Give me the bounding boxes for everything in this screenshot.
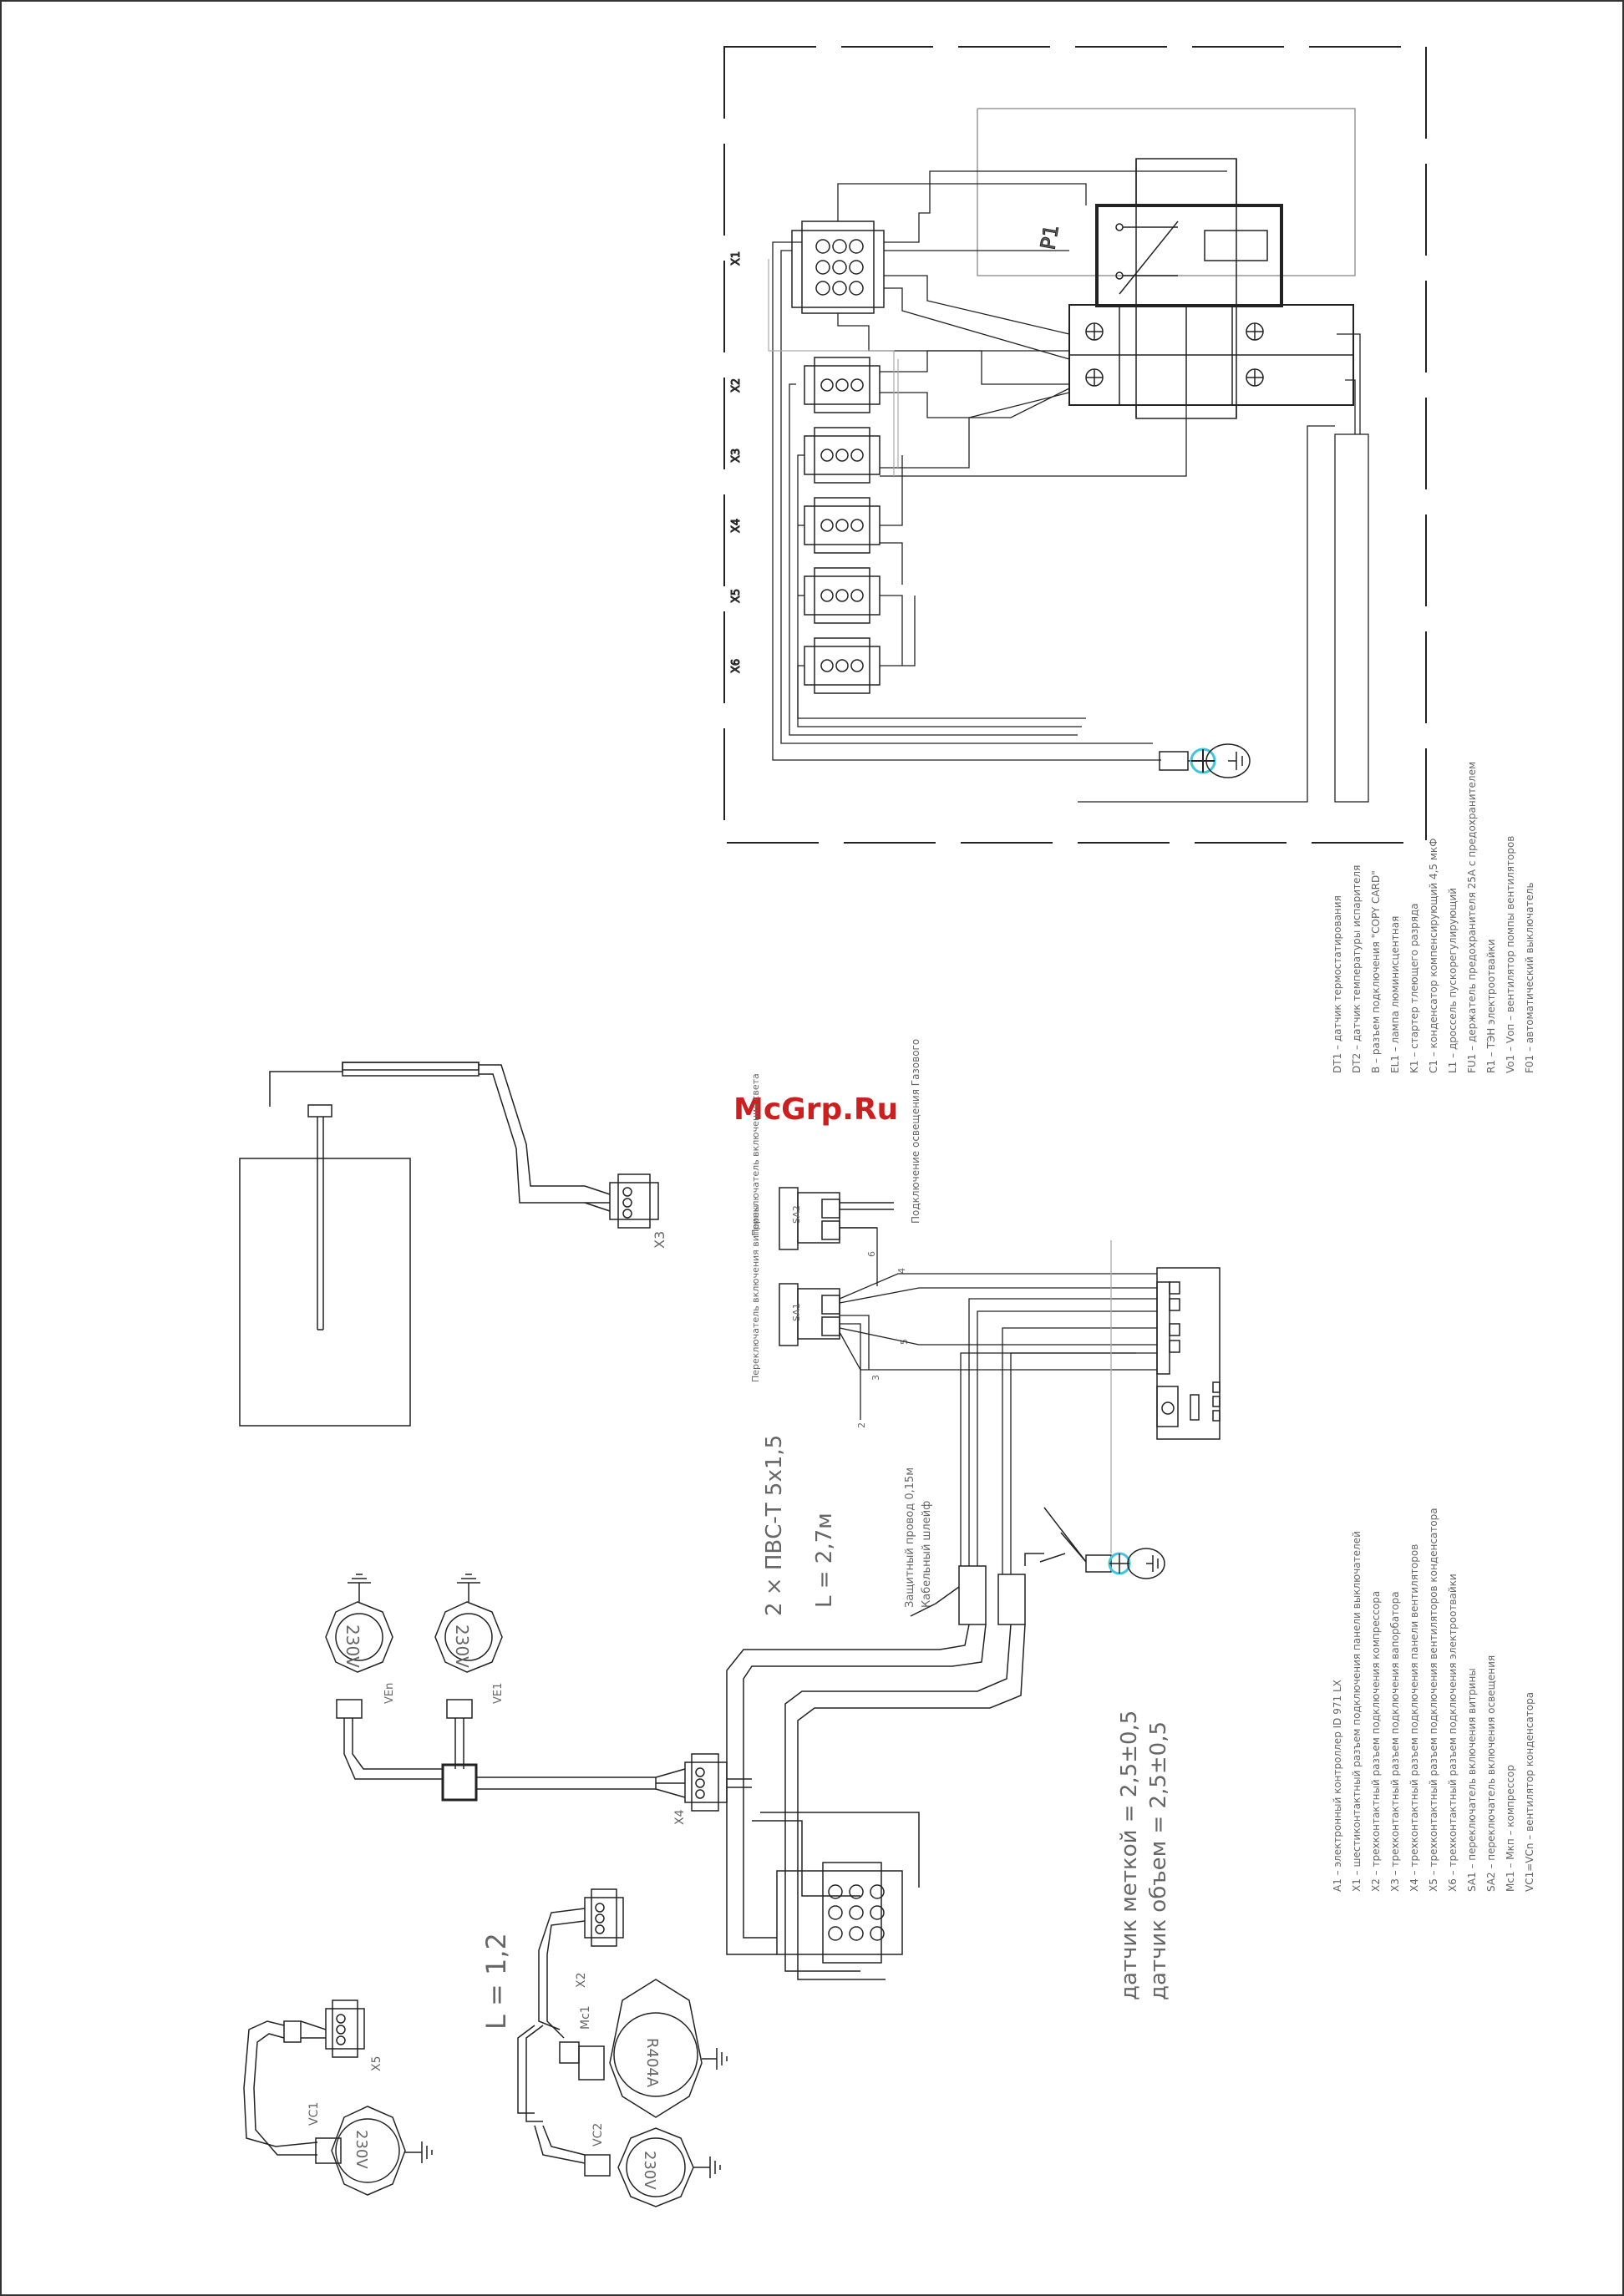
- connector-x5-external: [243, 1999, 365, 2156]
- vc1-voltage: 230V: [353, 2130, 370, 2169]
- legend-top-line: DT1 – датчик термостатирования: [1332, 895, 1343, 1073]
- legend-top-line: R1 – ТЭН электроотвайки: [1485, 939, 1497, 1073]
- legend-bottom-line: Mc1 – Мкп – компрессор: [1505, 1765, 1516, 1892]
- light-caption: Подключение освещения Газового: [910, 1039, 921, 1224]
- vc2-voltage: 230V: [641, 2151, 658, 2190]
- sensor-length-note: L = 1,2: [480, 1933, 512, 2030]
- x6-label: X6: [730, 659, 743, 673]
- sa1-label: SA1: [791, 1303, 802, 1321]
- cable-note: 2 × ПВС-Т 5х1,5: [762, 1435, 787, 1616]
- ve1-voltage: 230V: [452, 1624, 472, 1668]
- wire-number: 6: [866, 1251, 877, 1257]
- legend-bottom-line: A1 – электронный контроллер ID 971 LX: [1332, 1680, 1343, 1892]
- legend-top-line: DT2 – датчик температуры испарителя: [1351, 865, 1363, 1073]
- legend-top-line: B – разъем подключения "COPY CARD": [1370, 870, 1382, 1073]
- sa1-caption: Переключатель включения витрины: [750, 1205, 761, 1382]
- cable-length-note: L = 2,7м: [812, 1513, 837, 1608]
- cabinet-thin-wires: [768, 259, 899, 476]
- sensor-dt1-note: датчик меткой = 2,5±0,5: [1117, 1711, 1142, 2000]
- vc1-label: VC1: [307, 2102, 321, 2126]
- wire-number: 2: [856, 1422, 867, 1428]
- x2-external-label: X2: [575, 1973, 588, 1989]
- connector-x4-external: [655, 1753, 752, 1812]
- legend-bottom-line: X2 – трехконтактный разъем подключения к…: [1370, 1591, 1382, 1892]
- terminal-screw-icon: [1085, 322, 1264, 387]
- fan-ven: [325, 1574, 443, 1780]
- control-cabinet: P1: [723, 46, 1427, 844]
- legend-bottom-line: X5 – трехконтактный разъем подключения в…: [1428, 1508, 1439, 1892]
- x3-label: X3: [730, 449, 743, 463]
- x2-label: X2: [730, 378, 743, 393]
- cabinet-wiring: [772, 170, 1369, 803]
- sa2-label: SA2: [791, 1205, 802, 1224]
- ground-terminal: [1159, 743, 1251, 778]
- cabinet-dashed-outline: [723, 46, 1427, 844]
- x5-external-label: X5: [370, 2056, 383, 2072]
- switch-wiring: [839, 1227, 1157, 1574]
- ground-icon: [1146, 1555, 1159, 1572]
- ve1-label: VE1: [492, 1683, 505, 1704]
- legend-top-line: Vo1 – Vоп – вентилятор помпы вентиляторо…: [1505, 836, 1516, 1073]
- legend-bottom-line: X1 – шестиконтактный разъем подключения …: [1351, 1531, 1363, 1892]
- cable-tie-note: Кабельный шлейф: [921, 1501, 933, 1608]
- switch-sa1: [779, 1283, 840, 1346]
- x5-label: X5: [730, 589, 743, 603]
- connector-bottom-main: [776, 1862, 903, 1964]
- vc2-label: VC2: [591, 2123, 605, 2146]
- legend-bottom-line: X3 – трехконтактный разъем подключения в…: [1389, 1591, 1401, 1892]
- legend-top-line: FU1 – держатель предохранителя 25А с пре…: [1466, 762, 1478, 1073]
- x3-external-label: X3: [652, 1231, 667, 1249]
- relay-label: P1: [1036, 223, 1063, 251]
- x4-label: X4: [730, 519, 743, 533]
- legend-bottom-line: X4 – трехконтактный разъем подключения п…: [1408, 1544, 1420, 1892]
- main-harness: [726, 1553, 1066, 1980]
- mc1-label: Mc1: [579, 2005, 592, 2030]
- connector-x2: [804, 357, 881, 413]
- legend-bottom-line: X6 – трехконтактный разъем подключения э…: [1447, 1574, 1459, 1892]
- connector-x2-external: [538, 1888, 624, 2039]
- legend-top: DT1 – датчик термостатирования DT2 – дат…: [1332, 762, 1535, 1073]
- compressor-mc1: [517, 1979, 728, 2122]
- connector-x3-external: [584, 1173, 659, 1229]
- fan-ve1: [434, 1574, 657, 1802]
- x1-label: X1: [730, 251, 743, 266]
- legend-bottom-line: SA2 – переключатель включения освещения: [1485, 1655, 1497, 1892]
- fan-vc1: [315, 2106, 433, 2196]
- legend-top-line: C1 – конденсатор компенсирующий 4,5 мкФ: [1428, 839, 1439, 1074]
- legend-bottom-line: VC1=VCn – вентилятор конденсатора: [1524, 1692, 1535, 1892]
- sensor-dt2-note: датчик объем = 2,5±0,5: [1146, 1721, 1171, 2000]
- legend-top-line: L1 – дроссель пускорегулирующий: [1447, 888, 1459, 1073]
- evaporator-box: [239, 1158, 411, 1427]
- legend-top-line: K1 – стартер тлеющего разряда: [1408, 903, 1420, 1073]
- legend-bottom-line: SA1 – переключатель включения витрины: [1466, 1668, 1478, 1892]
- legend-top-line: EL1 – лампа люминисцентная: [1389, 916, 1401, 1073]
- ven-voltage: 230V: [343, 1624, 363, 1668]
- sa2-caption: Переключатель включения света: [750, 1073, 761, 1236]
- fan-vc2: [534, 2125, 721, 2207]
- protective-wire-note: Защитный провод 0,15м: [904, 1467, 916, 1608]
- ven-label: VEn: [383, 1683, 396, 1704]
- watermark-text: McGrp.Ru: [733, 1092, 898, 1127]
- legend-top-line: F01 – автоматический выключатель: [1524, 882, 1535, 1073]
- legend-bottom: A1 – электронный контроллер ID 971 LX X1…: [1332, 1508, 1535, 1892]
- wire-number: 4: [896, 1268, 907, 1274]
- ground-terminal-middle: [1043, 1507, 1165, 1579]
- ground-icon: [1228, 752, 1243, 770]
- x4-external-label: X4: [673, 1809, 687, 1825]
- wire-number: 3: [870, 1375, 881, 1381]
- compressor-rating: R404A: [643, 2038, 661, 2088]
- controller-a1: [1156, 1267, 1221, 1440]
- evaporator-sensor: [239, 1062, 585, 1427]
